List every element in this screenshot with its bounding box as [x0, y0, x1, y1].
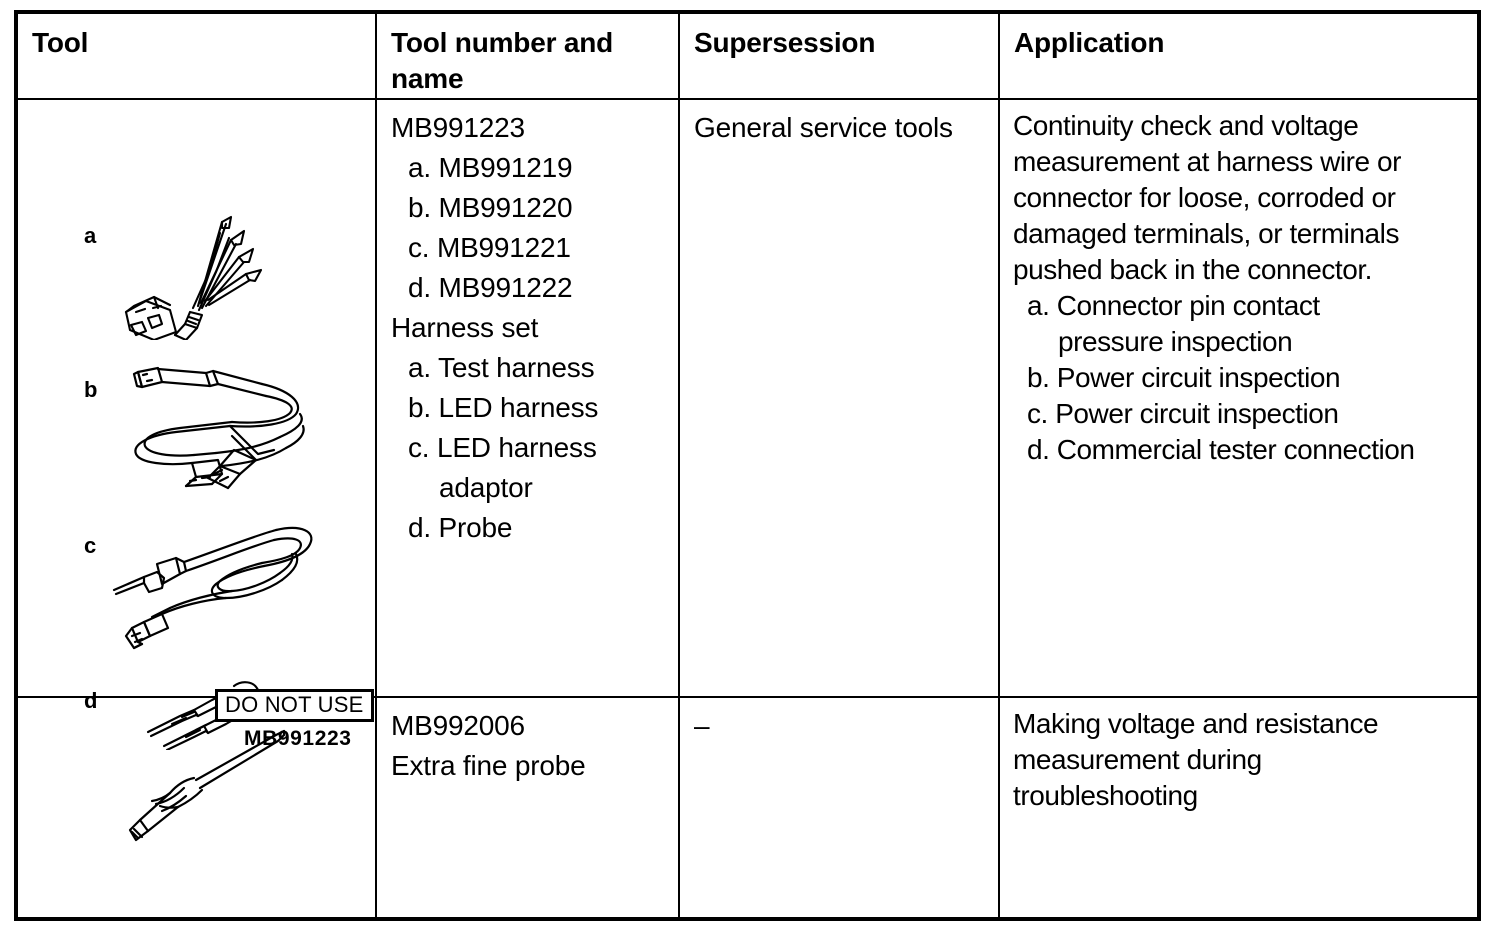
supersession-cell: –: [678, 695, 1000, 920]
column-header-supersession: Supersession: [678, 11, 1000, 100]
application-line: troubleshooting: [1013, 779, 1198, 811]
tool-number-line: b. MB991220: [408, 191, 573, 223]
application-line: d. Commercial tester connection: [1027, 433, 1415, 465]
application-line: measurement at harness wire or: [1013, 145, 1402, 177]
tool-number-line: c. LED harness: [408, 432, 597, 464]
tool-number-line: Harness set: [391, 311, 539, 343]
application-line: connector for loose, corroded or: [1013, 181, 1396, 213]
application-line: c. Power circuit inspection: [1027, 397, 1339, 429]
application-line: Making voltage and resistance: [1013, 707, 1379, 739]
tool-number-line: b. LED harness: [408, 392, 599, 423]
application-line: damaged terminals, or terminals: [1013, 217, 1399, 249]
tool-number-line: adaptor: [439, 472, 533, 504]
column-header-tool-number-and-name-label: Tool number and name: [391, 27, 614, 95]
extra-fine-probe-illustration: [128, 729, 286, 841]
tool-illustration-cell: a b c d: [15, 97, 377, 750]
item-label-c: c: [84, 532, 97, 558]
tool-number-line: MB991223: [391, 111, 525, 143]
table-header-row: Tool Tool number and name Supersession A…: [15, 11, 1480, 100]
column-header-tool: Tool: [15, 11, 377, 100]
tool-number-line: c. MB991221: [408, 231, 571, 263]
application-line: Continuity check and voltage: [1013, 109, 1359, 141]
tool-number-line: d. Probe: [408, 512, 513, 544]
column-header-application-label: Application: [1014, 27, 1165, 58]
tool-illustration-group: a b c d: [18, 100, 375, 750]
application-list: Continuity check and voltage measurement…: [1000, 100, 1477, 468]
table-row: a b c d: [15, 97, 1480, 750]
column-header-tool-number-and-name: Tool number and name: [375, 11, 680, 100]
tool-number-line: MB992006: [391, 709, 525, 741]
supersession-value: General service tools: [694, 111, 953, 143]
application-cell: Continuity check and voltage measurement…: [998, 97, 1480, 698]
application-line: a. Connector pin contact: [1027, 289, 1320, 321]
tool-number-list: MB992006 Extra fine probe: [377, 698, 678, 786]
table-row: MB992006 MB992006 Extra fine probe – Mak…: [15, 695, 1480, 920]
item-label-a: a: [84, 222, 97, 248]
column-header-application: Application: [998, 11, 1480, 100]
application-line: b. Power circuit inspection: [1027, 361, 1341, 393]
tool-number-line: a. MB991219: [408, 151, 573, 183]
item-label-d: d: [84, 687, 98, 713]
tool-number-line: a. Test harness: [408, 351, 595, 383]
tool-number-line: Extra fine probe: [391, 749, 586, 781]
tool-number-and-name-cell: MB992006 Extra fine probe: [375, 695, 680, 920]
application-list: Making voltage and resistance measuremen…: [1000, 698, 1477, 814]
tool-number-list: MB991223 a. MB991219 b. MB991220 c. MB99…: [377, 100, 678, 548]
tool-illustration-cell: MB992006: [15, 695, 377, 920]
tool-number-line: d. MB991222: [408, 271, 573, 303]
do-not-use-badge: DO NOT USE: [215, 688, 374, 723]
led-harness-illustration: [132, 366, 305, 489]
tool-illustration-group: MB992006: [18, 698, 375, 917]
special-tools-table: Tool Tool number and name Supersession A…: [14, 10, 1481, 921]
supersession-value: –: [694, 709, 710, 741]
application-line: measurement during: [1013, 743, 1262, 775]
tool-number-and-name-cell: MB991223 a. MB991219 b. MB991220 c. MB99…: [375, 97, 680, 698]
column-header-supersession-label: Supersession: [694, 27, 876, 58]
led-harness-adaptor-illustration: [112, 526, 313, 649]
column-header-tool-label: Tool: [32, 27, 89, 58]
application-line: pushed back in the connector.: [1013, 253, 1372, 285]
supersession-cell: General service tools: [678, 97, 1000, 698]
item-label-b: b: [84, 376, 98, 402]
test-harness-illustration: [124, 215, 263, 340]
application-cell: Making voltage and resistance measuremen…: [998, 695, 1480, 920]
application-line: pressure inspection: [1058, 325, 1293, 357]
